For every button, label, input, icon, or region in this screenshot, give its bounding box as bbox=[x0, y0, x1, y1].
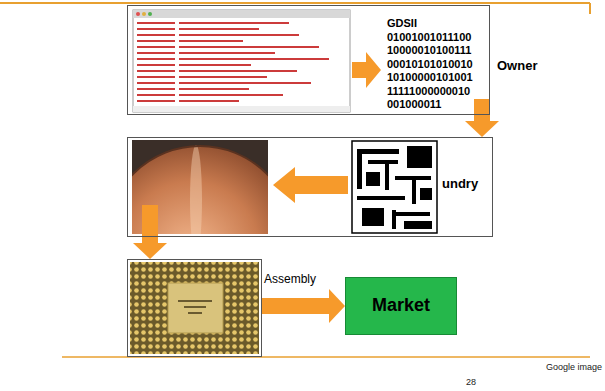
code-line bbox=[137, 94, 175, 96]
code-line bbox=[179, 100, 239, 102]
window-button bbox=[148, 12, 152, 16]
label-slot: Google image bbox=[546, 362, 602, 372]
image-credit: Google image bbox=[546, 362, 602, 372]
text-slot: Market bbox=[372, 295, 430, 317]
stage-box: Assembly bbox=[127, 259, 262, 357]
code-line bbox=[179, 46, 319, 48]
code-screenshot bbox=[133, 10, 350, 112]
code-line bbox=[137, 40, 175, 42]
code-line bbox=[179, 70, 297, 72]
chip-marking bbox=[184, 306, 206, 308]
arrow-shaft bbox=[142, 205, 158, 238]
stage-label: undry bbox=[442, 176, 478, 192]
binary-stream: GDSII 01001001011100 10000010100111 0001… bbox=[387, 17, 477, 112]
code-line bbox=[179, 88, 249, 90]
wafer bbox=[132, 145, 268, 234]
code-line bbox=[137, 58, 175, 60]
window-frame bbox=[133, 10, 350, 112]
layout-shape bbox=[385, 160, 389, 190]
wafer-edge bbox=[132, 146, 268, 234]
code-line bbox=[179, 82, 311, 84]
layout-shape bbox=[357, 196, 405, 200]
layout-frame bbox=[352, 141, 437, 233]
layout-shape bbox=[368, 160, 398, 164]
flow-arrow-left bbox=[273, 167, 348, 203]
layout-shape bbox=[392, 212, 430, 216]
layout-shape bbox=[407, 146, 432, 168]
arrow-shaft bbox=[262, 298, 330, 314]
window-button bbox=[142, 12, 146, 16]
arrow-head bbox=[329, 289, 345, 323]
text-slot: Assembly bbox=[264, 272, 316, 286]
flow-arrow-right bbox=[352, 52, 381, 88]
layout-shape bbox=[362, 208, 384, 226]
page-number: 28 bbox=[466, 377, 476, 387]
text-slot: undry bbox=[442, 176, 478, 192]
arrow-shaft bbox=[142, 237, 158, 244]
text-slot: GDSII 01001001011100 10000010100111 0001… bbox=[387, 17, 477, 112]
code-line bbox=[137, 34, 175, 36]
label-slot: 28 bbox=[466, 377, 476, 387]
window-statusbar bbox=[133, 106, 350, 112]
code-line bbox=[137, 22, 175, 24]
code-line bbox=[179, 94, 283, 96]
text-slot: Owner bbox=[497, 58, 537, 74]
code-line bbox=[179, 22, 289, 24]
code-line bbox=[137, 88, 175, 90]
layout-shape bbox=[412, 176, 416, 204]
mask-layout bbox=[352, 141, 437, 233]
code-line bbox=[179, 40, 243, 42]
top-rule bbox=[0, 2, 590, 4]
layout-shape bbox=[420, 188, 432, 200]
chip-marking bbox=[188, 312, 202, 314]
flow-arrow bbox=[133, 237, 167, 259]
arrow-shaft bbox=[474, 115, 490, 122]
stage-box: GDSII 01001001011100 10000010100111 0001… bbox=[127, 5, 490, 115]
arrow-head bbox=[133, 243, 167, 259]
chip-marking bbox=[178, 300, 212, 302]
flow-arrow bbox=[465, 115, 499, 137]
layout-shape bbox=[357, 149, 399, 154]
chip-photo bbox=[130, 262, 259, 354]
slide-rules bbox=[0, 3, 590, 357]
code-line bbox=[137, 46, 175, 48]
code-line bbox=[179, 52, 275, 54]
code-line bbox=[137, 70, 175, 72]
code-line bbox=[179, 34, 299, 36]
wafer-highlight bbox=[190, 145, 202, 234]
wafer-disc bbox=[132, 146, 268, 234]
stage-label: Assembly bbox=[264, 272, 316, 286]
code-lines bbox=[137, 22, 329, 102]
code-line bbox=[137, 64, 175, 66]
market-label: Market bbox=[372, 295, 430, 317]
window-titlebar bbox=[133, 10, 350, 18]
code-line bbox=[137, 52, 175, 54]
code-line bbox=[137, 100, 175, 102]
code-line bbox=[137, 76, 175, 78]
layout-shape bbox=[366, 172, 380, 186]
stage-label: Owner bbox=[497, 58, 537, 74]
chip-lid bbox=[168, 283, 223, 333]
top-rule-tick bbox=[589, 3, 591, 14]
code-line bbox=[179, 76, 267, 78]
layout-shape bbox=[404, 221, 432, 229]
code-line bbox=[137, 28, 175, 30]
stage-box: undry bbox=[127, 137, 493, 237]
market-box: Market bbox=[345, 277, 457, 335]
layout-shape bbox=[357, 149, 362, 189]
pin-grid bbox=[130, 262, 259, 354]
code-line bbox=[179, 58, 329, 60]
arrow-head bbox=[465, 121, 499, 137]
code-line bbox=[137, 82, 175, 84]
arrow-shaft bbox=[474, 99, 490, 115]
window-button bbox=[136, 12, 140, 16]
code-line bbox=[179, 64, 251, 66]
code-line bbox=[179, 28, 259, 30]
flow-arrow bbox=[262, 289, 345, 323]
